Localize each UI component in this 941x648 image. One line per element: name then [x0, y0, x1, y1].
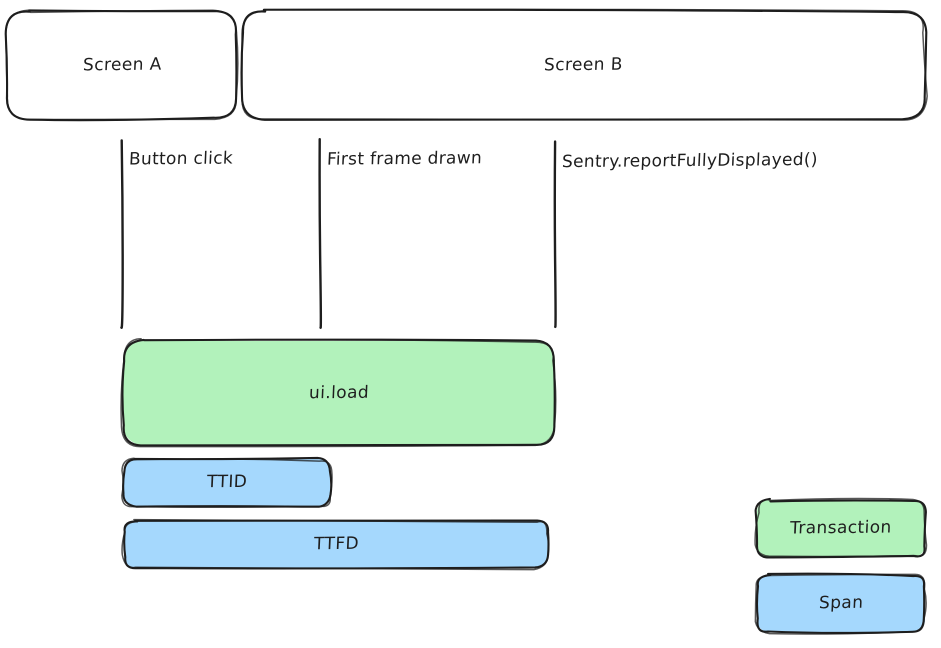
bar-ttid[interactable]: TTID: [124, 459, 330, 506]
event-marker-report-fully-displayed[interactable]: [549, 142, 561, 326]
screen-a-label: Screen A: [82, 54, 162, 75]
bar-ttid-label: TTID: [206, 471, 248, 493]
event-label-report-fully-displayed: Sentry.reportFullyDisplayed(): [561, 149, 819, 173]
legend-transaction-swatch[interactable]: Transaction: [757, 500, 925, 557]
event-label-first-frame-drawn: First frame drawn: [326, 148, 483, 170]
event-label-button-click: Button click: [128, 148, 234, 170]
event-marker-button-click[interactable]: [116, 140, 128, 328]
screen-b-label: Screen B: [543, 54, 624, 75]
legend-span-label: Span: [818, 592, 864, 614]
screen-a-box[interactable]: Screen A: [7, 11, 237, 119]
event-marker-first-frame-drawn[interactable]: [314, 140, 326, 328]
bar-ui-load-label: ui.load: [308, 382, 370, 403]
legend-span-swatch[interactable]: Span: [757, 575, 925, 632]
screen-b-box[interactable]: Screen B: [242, 11, 925, 119]
bar-ttfd-label: TTFD: [313, 533, 359, 555]
legend-transaction-label: Transaction: [789, 517, 893, 539]
bar-ttfd[interactable]: TTFD: [124, 521, 548, 568]
bar-ui-load[interactable]: ui.load: [123, 341, 555, 445]
